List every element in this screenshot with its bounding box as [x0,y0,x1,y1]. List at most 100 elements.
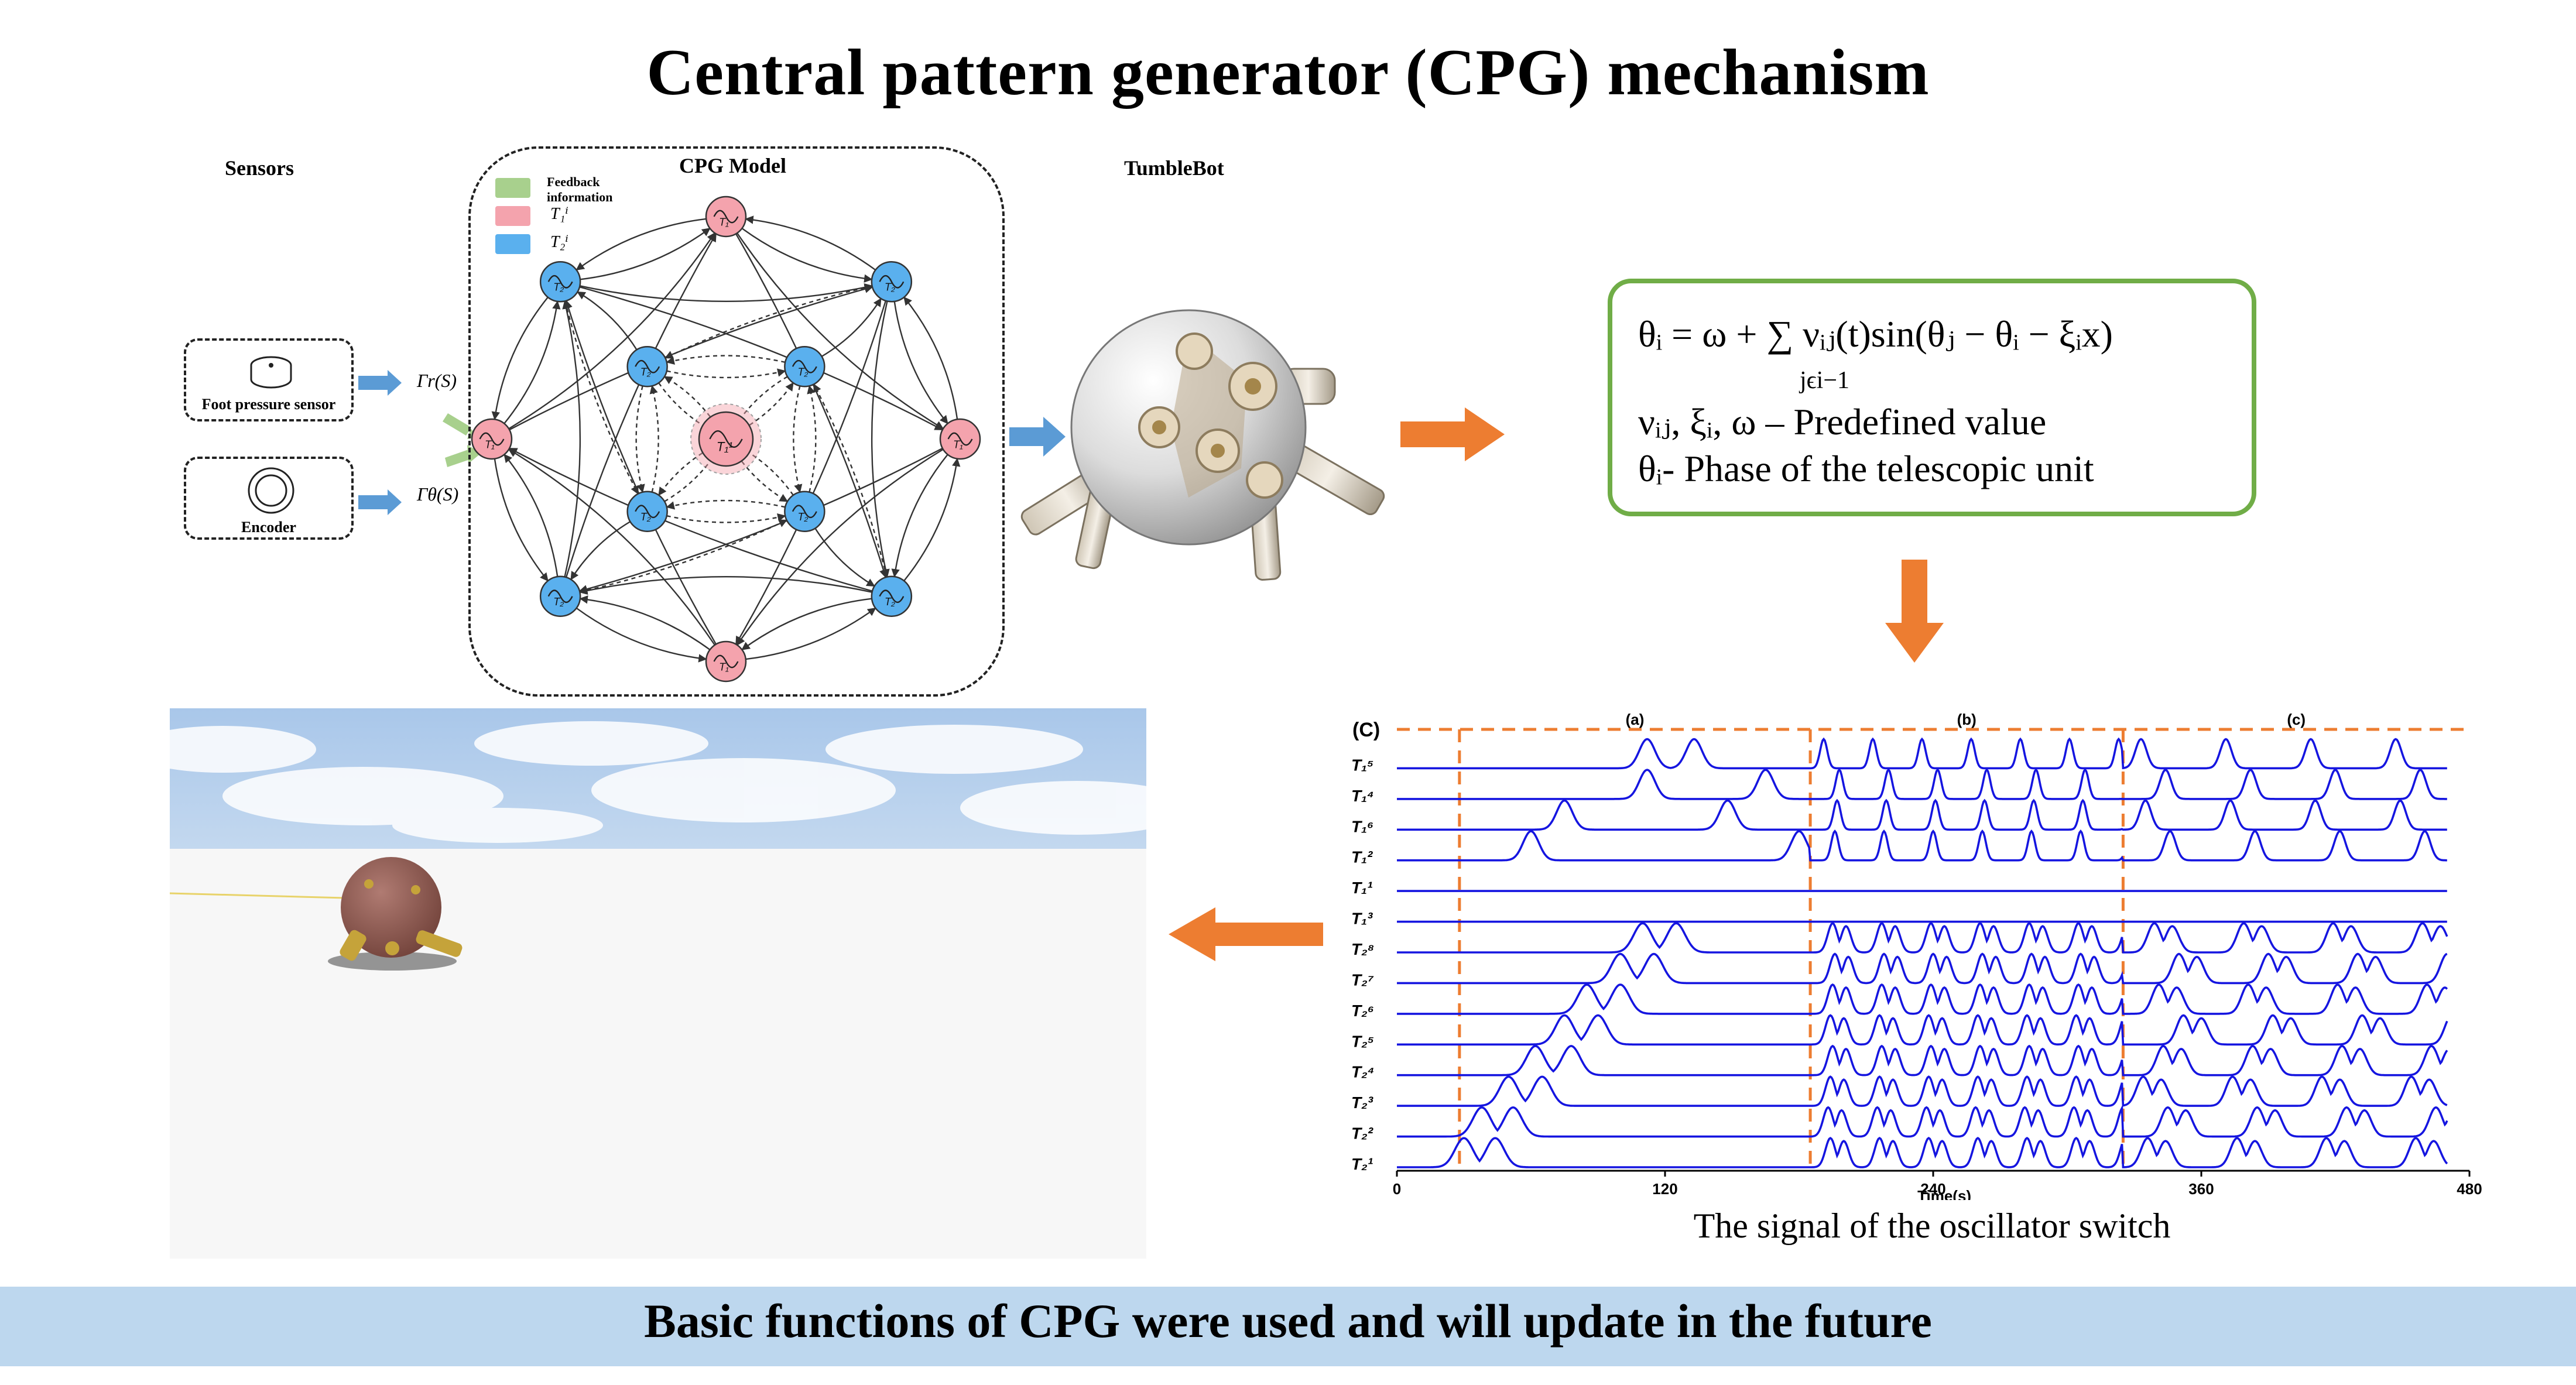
series-label: T₂⁸ [1351,940,1374,958]
cpg-edge [562,300,581,577]
cpg-edge [580,519,787,593]
legend-t2-label: T₂ⁱ [550,233,568,251]
cpg-edge [891,454,948,578]
foot-sensor-arrow [358,370,402,396]
cpg-node-t1: T₁¹ [690,403,762,475]
chart-to-simulation-arrow [1169,907,1323,961]
signal-trace [1397,737,2447,770]
cpg-to-robot-arrow [1009,417,1066,457]
cpg-node-label: T₁ [719,216,729,228]
cpg-edge [871,301,890,578]
cpg-model-heading: CPG Model [679,154,786,177]
cpg-edge [737,232,944,430]
cpg-edge [735,300,886,645]
cpg-edge [735,233,888,578]
equation-box: θᵢ = ω + ∑ νᵢⱼ(t)sin(θⱼ − θᵢ − ξᵢx) jϵi−… [1608,279,2256,516]
x-tick-label: 0 [1393,1180,1401,1198]
signal-trace [1397,829,2447,862]
cpg-edge [579,286,944,431]
legend-feedback-swatch [495,178,530,198]
cpg-node-label: T₁ [485,438,495,450]
cpg-node-label: T₂ [797,366,808,378]
signal-trace [1397,1075,2448,1107]
cpg-edge [903,296,958,420]
phase-label: (b) [1957,711,1976,728]
sine-wave-icon [479,432,505,446]
simulation-scene [170,708,1146,1259]
series-label: T₁⁵ [1351,756,1373,774]
gamma-r-label: Γr(S) [417,370,457,391]
series-label: T₁² [1351,848,1373,866]
cpg-edge [737,455,789,502]
series-label: T₂² [1351,1125,1373,1143]
legend-feedback-label: Feedback information [547,174,613,204]
cpg-edge [635,386,645,493]
series-label: T₂⁴ [1351,1063,1375,1081]
cpg-edge [503,454,559,577]
cpg-edge [566,233,717,578]
cpg-node-label: T₁ [953,438,963,450]
cpg-node-t2: T₂ [871,261,913,303]
cpg-node-t2: T₂ [784,346,825,388]
cpg-edge [580,283,873,302]
cpg-node-t1: T₁ [939,418,981,460]
cpg-edge [579,595,711,650]
tumblebot-heading: TumbleBot [1124,156,1224,180]
cpg-node-t2: T₂ [539,575,581,617]
cpg-model-frame [468,146,1005,697]
series-label: T₁³ [1351,910,1373,928]
robot-core [1138,332,1283,499]
foot-pressure-sensor-icon [250,356,292,389]
encoder-arrow [358,489,402,515]
cpg-node-label: T₂ [640,366,651,378]
x-tick-label: 240 [1920,1180,1945,1198]
sine-wave-icon [635,505,660,519]
phase-label: (c) [2287,711,2306,728]
equation-sum-subscript: jϵi−1 [1800,367,1850,394]
cpg-node-t2: T₂ [539,261,581,303]
sensors-heading: Sensors [225,156,294,180]
sine-wave-icon [879,275,905,289]
cpg-edge [580,228,711,280]
sim-clouds [170,721,1146,843]
cpg-edge [666,499,786,510]
foot-pressure-sensor-box: Foot pressure sensor [184,338,354,421]
equation-line-2: νᵢⱼ, ξᵢ, ω – Predefined value [1638,401,2047,443]
cpg-node-t2: T₂ [626,491,668,532]
series-label: T₂¹ [1351,1155,1373,1173]
sim-ground [170,849,1146,1259]
footer-band [0,1287,2576,1366]
legend-t2-swatch [495,234,530,254]
signal-trace [1397,1014,2448,1046]
encoder-box: Encoder [184,457,354,540]
cpg-node-t1: T₁ [471,418,513,460]
simulation-view [170,708,1146,1259]
sine-wave-icon [635,359,660,373]
cpg-edge [793,386,803,493]
sine-wave-icon [792,505,817,519]
cpg-edge [564,300,717,645]
series-label: T₂⁵ [1351,1032,1374,1050]
signal-trace [1397,952,2448,985]
series-label: T₁¹ [1351,879,1372,897]
equation-to-chart-arrow [1885,560,1944,663]
cpg-edge [742,382,794,430]
sine-wave-icon [947,432,973,446]
cpg-edge [664,285,872,359]
cpg-edge [741,598,872,650]
signal-trace [1397,1137,2448,1168]
sensor-arrows [358,370,481,515]
cpg-edge [578,447,943,594]
sine-wave-icon [547,589,573,604]
cpg-edge [503,300,561,424]
footer-text: Basic functions of CPG were used and wil… [644,1294,1932,1348]
cpg-edge [814,527,875,587]
cpg-edge [666,355,786,365]
cpg-edge [577,291,638,351]
series-label: T₂³ [1351,1093,1373,1112]
x-tick-label: 480 [2457,1180,2482,1198]
cpg-node-t2: T₂ [784,491,825,532]
cpg-edge [570,521,631,581]
cpg-edge [494,458,549,582]
